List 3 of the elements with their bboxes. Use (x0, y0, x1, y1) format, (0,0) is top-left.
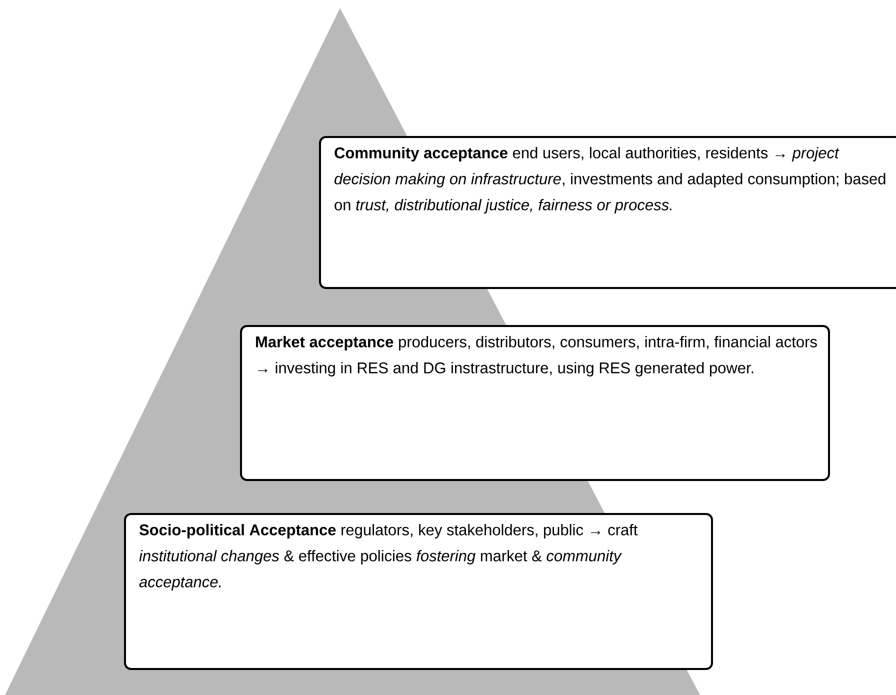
text-box: Community acceptance end users, local authorities, residents → project decision making on infrastructure, investments and adapted consumption; based on trust, distributional justice, fairness or process. (319, 136, 896, 289)
text-box: Socio-political Acceptance regulators, key stakeholders, public → craft institutional changes & effective policies fostering market & community acceptance. (124, 513, 713, 670)
text-box: Market acceptance producers, distributors, consumers, intra-firm, financial actors → investing in RES and DG instrastructure, using RES generated power. (240, 325, 830, 481)
